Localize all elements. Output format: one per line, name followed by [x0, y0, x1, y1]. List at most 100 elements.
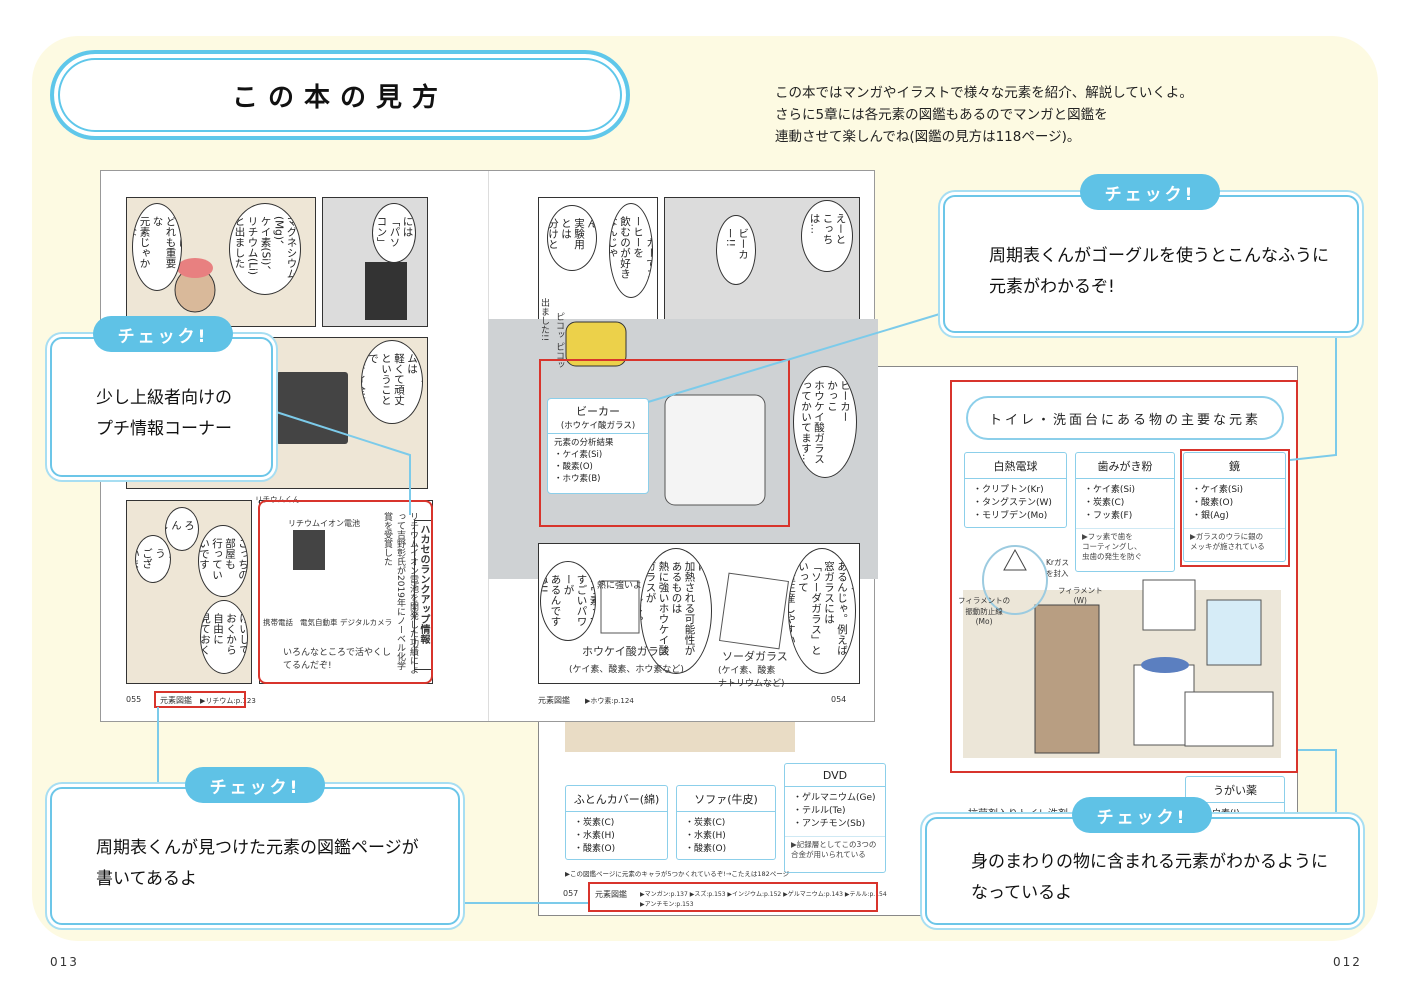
speech-bubble: …まず マグネシウムは 軽くて頑丈ということで ボディ全体に…: [361, 340, 423, 424]
pc-case-illustration: [365, 262, 407, 320]
element-card-title: ソファ(牛皮): [677, 786, 775, 812]
speech-bubble: うむ、ガラスにもいろいろ あるんじゃ。例えば窓ガラスには 「ソーダガラス」といっ…: [788, 548, 856, 674]
mirror-illustration: [1206, 599, 1262, 666]
check-badge: チェック!: [93, 316, 233, 352]
speech-bubble: ホウ素って すごいパワーが あるんですね!!: [540, 561, 596, 641]
manga-page-number: 055: [126, 695, 142, 704]
callout-line: 身のまわりの物に含まれる元素がわかるように: [971, 852, 1328, 872]
callout-text: 周期表くんが見つけた元素の図鑑ページが 書いてあるよ: [96, 833, 419, 895]
check-badge: チェック!: [185, 767, 325, 803]
callout-line: なっているよ: [971, 883, 1073, 903]
connector-line: [269, 409, 411, 515]
zukan-label: 元素図鑑: [538, 696, 570, 705]
borosilicate-elements: (ケイ素、酸素、ホウ素など): [569, 665, 684, 675]
beaker-card-header: ビーカー (ホウケイ酸ガラス): [548, 399, 648, 434]
element-card-note: ▶ガラスのウラに銀の メッキが施されている: [1184, 528, 1285, 555]
callout-line: プチ情報コーナー: [96, 419, 232, 439]
zukan-ref-highlight-box: [154, 691, 246, 708]
room-highlight-box: [950, 380, 1298, 773]
element-card-title: DVD: [785, 764, 885, 787]
element-card-note: ▶記録層としてこの3つの 合金が用いられている: [785, 836, 885, 863]
callout-tips: 少し上級者向けの プチ情報コーナー: [50, 337, 273, 477]
zukan-label: 元素図鑑: [595, 890, 627, 899]
intro-line: 連動させて楽しんでね(図鑑の見方は118ページ)。: [775, 129, 1081, 145]
soda-glass-elements: (ケイ素、酸素 ナトリウムなど): [718, 666, 785, 689]
zukan-page-number: 057: [563, 889, 579, 898]
character-illustration: [565, 321, 627, 367]
cross-reference: ▶この図鑑ページに元素のキャラが5つかくれているぞ!→こたえは182ページ: [565, 870, 790, 878]
sfx-text: ピコッ ピコッ: [554, 312, 564, 369]
page-number-right: 012: [1333, 955, 1362, 969]
zukan-ref[interactable]: ▶ホウ素:p.124: [585, 697, 634, 705]
element-card-title: 鏡: [1184, 453, 1285, 479]
beaker-result-label: 元素の分析結果: [554, 438, 614, 448]
speech-bubble: ビーカーでコーヒーを 飲むのが好きなんじゃ: [609, 203, 653, 298]
rankup-camera-label: デジタルカメラ: [340, 618, 393, 627]
element-card-items: ・ケイ素(Si) ・炭素(C) ・フッ素(F): [1084, 485, 1136, 521]
beaker-analysis-card: ビーカー (ホウケイ酸ガラス) 元素の分析結果 ・ケイ素(Si) ・酸素(O) …: [547, 398, 649, 494]
borosilicate-glass-illustration: [600, 580, 640, 634]
zukan-ref[interactable]: ▶マンガン:p.137 ▶スズ:p.153 ▶インジウム:p.152 ▶ゲルマニ…: [640, 891, 887, 898]
rankup-highlight-box: [258, 500, 433, 684]
zukan-ref[interactable]: ▶アンチモン:p.153: [640, 901, 694, 908]
bulb-label: フィラメントの 振動防止線 (Mo): [958, 596, 1011, 626]
bulb-label: Krガス を封入: [1046, 558, 1070, 578]
callout-goggle: 周期表くんがゴーグルを使うとこんなふうに 元素がわかるぞ!: [943, 195, 1359, 333]
intro-line: この本ではマンガやイラストで様々な元素を紹介、解説していくよ。: [775, 85, 1193, 101]
connector-line: [1298, 749, 1337, 815]
intro-text: この本ではマンガやイラストで様々な元素を紹介、解説していくよ。 さらに5章には各…: [775, 82, 1215, 148]
room-title: トイレ・洗面台にある物の主要な元素: [966, 396, 1284, 440]
speech-bubble: なるほど… どれも重要な 元素じゃからな: [132, 203, 182, 291]
element-card-dvd: DVD ・ゲルマニウム(Ge) ・テルル(Te) ・アンチモン(Sb) ▶記録層…: [784, 763, 886, 873]
manga-page-number: 054: [831, 695, 847, 704]
window-illustration: [1142, 579, 1196, 631]
callout-line: 周期表くんがゴーグルを使うとこんなふうに: [989, 246, 1329, 266]
element-card-items: ・ヨウ素(I): [1194, 809, 1240, 819]
callout-zukan-ref: 周期表くんが見つけた元素の図鑑ページが 書いてあるよ: [50, 787, 460, 925]
sink-illustration: [1184, 691, 1274, 747]
speech-bubble: ありがとう ございます!: [135, 535, 171, 583]
intro-line: さらに5章には各元素の図鑑もあるのでマンガと図鑑を: [775, 107, 1108, 123]
check-badge: チェック!: [1072, 797, 1212, 833]
borosilicate-label: ホウケイ酸ガラス: [582, 645, 670, 658]
speech-bubble: ビーカー!!: [716, 215, 756, 285]
rankup-phone-label: 携帯電話: [263, 618, 293, 627]
filament-illustration: [1003, 548, 1027, 571]
element-card-title: 歯みがき粉: [1076, 453, 1174, 479]
speech-bubble: ハカセ こっちの部屋も 行っていいですか?: [198, 525, 248, 597]
element-card-items: ・炭素(C) ・水素(H) ・酸素(O): [685, 818, 727, 854]
beaker-card-title: ビーカー: [576, 405, 620, 418]
soda-glass-illustration: [718, 572, 790, 650]
washer-lid-illustration: [1141, 657, 1189, 673]
element-card-title: ふとんカバー(綿): [566, 786, 667, 812]
zukan-footer-highlight-box: [588, 882, 878, 912]
monitor-illustration: [276, 372, 348, 444]
page-title: この本の見方: [231, 82, 448, 113]
element-card-sofa: ソファ(牛皮) ・炭素(C) ・水素(H) ・酸素(O): [676, 785, 776, 860]
callout-line: 元素がわかるぞ!: [989, 277, 1115, 297]
speech-bubble: 一方ビーカーのように 加熱される可能性があるものは 熱に強いホウケイ酸ガラスが …: [640, 548, 712, 674]
element-card-futon: ふとんカバー(綿) ・炭素(C) ・水素(H) ・酸素(O): [565, 785, 668, 860]
element-card-title: 白熱電球: [965, 453, 1066, 479]
battery-illustration: [293, 530, 325, 570]
callout-text: 周期表くんがゴーグルを使うとこんなふうに 元素がわかるぞ!: [989, 241, 1329, 303]
beaker-card-subtitle: (ホウケイ酸ガラス): [560, 421, 636, 431]
speech-bubble: こっちには 「パソコン」だ: [372, 203, 416, 263]
connector-line: [647, 312, 944, 403]
title-frame: この本の見方: [50, 50, 630, 140]
soda-glass-label: ソーダガラス: [722, 650, 788, 663]
speech-bubble: ワシは休けいして おくから自由に 見ておくれ: [200, 600, 248, 674]
speech-bubble: えーと こっちは…: [801, 200, 853, 272]
element-card-note: ▶フッ素で歯を コーティングし、 虫歯の発生を防ぐ: [1076, 528, 1174, 565]
element-card-mirror: 鏡 ・ケイ素(Si) ・酸素(O) ・銀(Ag) ▶ガラスのウラに銀の メッキが…: [1183, 452, 1286, 562]
goggle-highlight-box: [539, 359, 790, 527]
heat-resistant-label: 熱に強いよ: [597, 581, 642, 591]
callout-line: 書いてあるよ: [96, 869, 197, 889]
speech-bubble: もちろんじゃ: [165, 507, 199, 551]
check-badge: チェック!: [1080, 174, 1220, 210]
bulb-illustration: [982, 545, 1048, 615]
lithium-kun-label: リチウムくん: [255, 495, 300, 504]
callout-text: 少し上級者向けの プチ情報コーナー: [96, 383, 232, 445]
zukan-ref[interactable]: ▶リチウム:p.123: [200, 697, 256, 705]
